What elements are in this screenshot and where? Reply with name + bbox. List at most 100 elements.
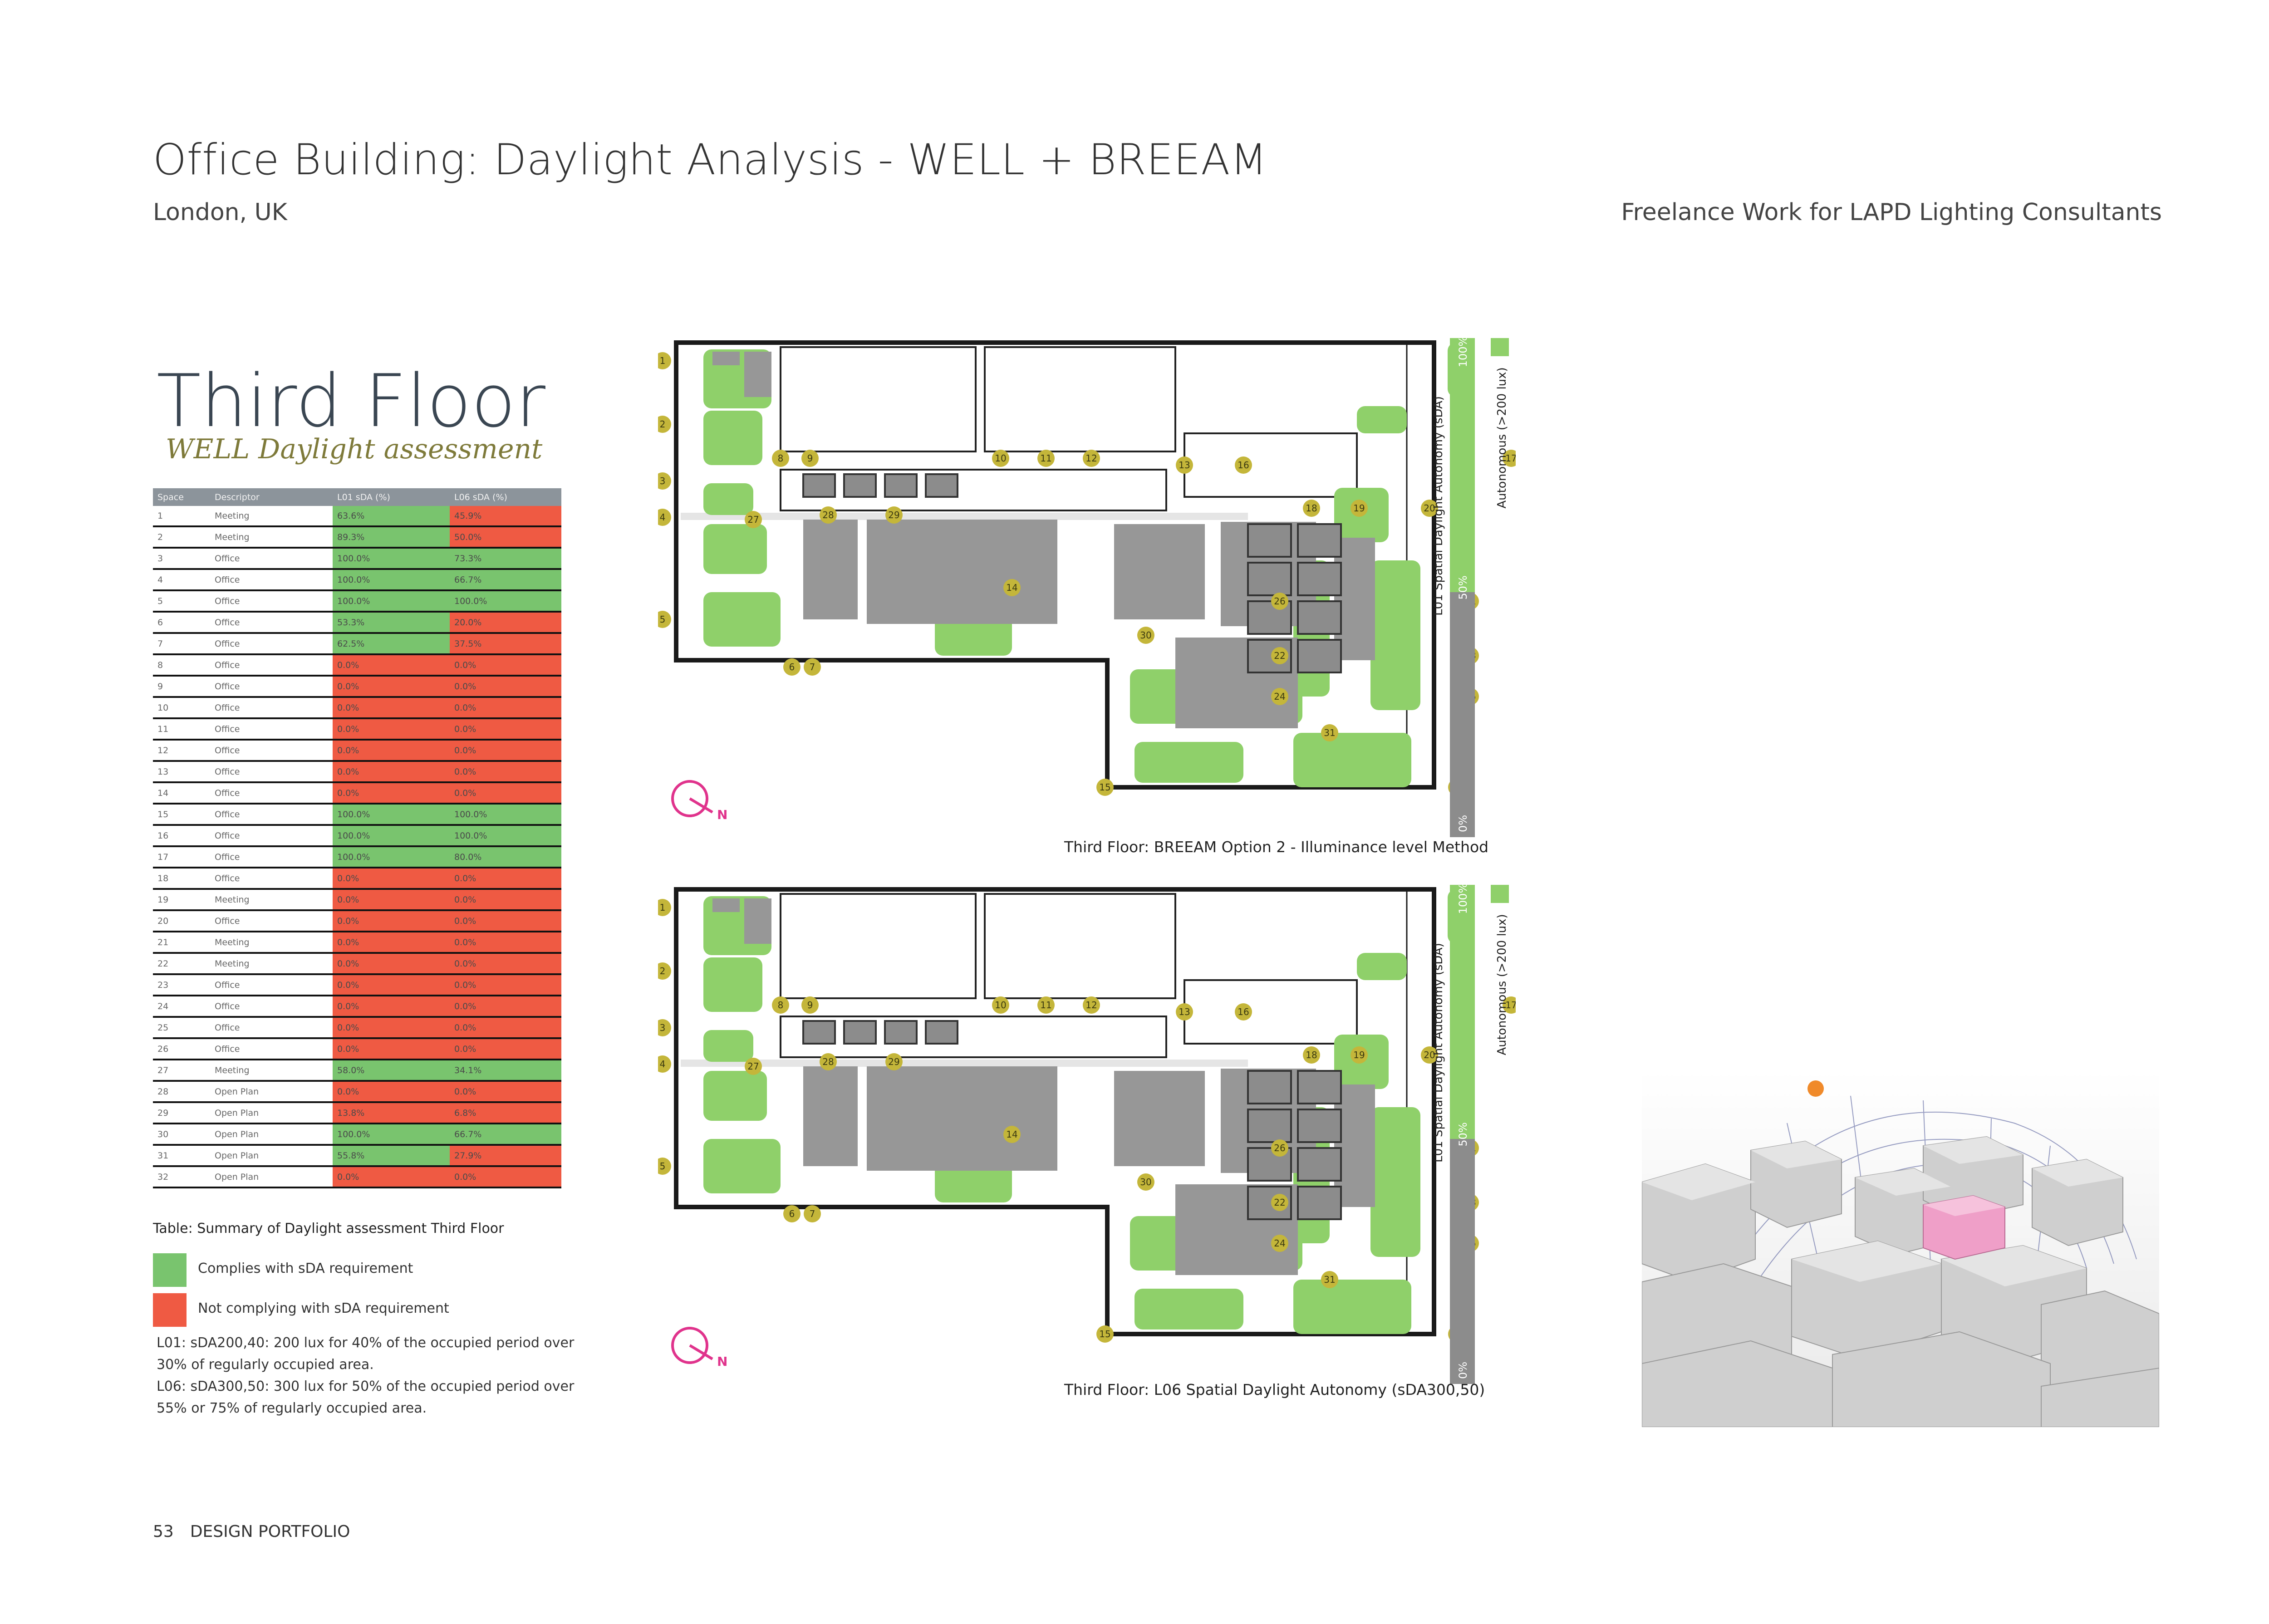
room-marker-label: 4 (660, 1059, 666, 1070)
room-marker (1321, 1271, 1338, 1288)
note-l06: L06: sDA300,50: 300 lux for 50% of the o… (157, 1379, 575, 1416)
room-marker (658, 509, 671, 526)
room-marker-label: 26 (1274, 596, 1285, 607)
cell-descriptor: Office (210, 654, 333, 677)
cell-l01: 100.0% (333, 569, 450, 591)
room-marker-label: 9 (807, 453, 813, 464)
cell-descriptor: Office (210, 718, 333, 741)
project-location: London, UK (153, 199, 287, 226)
room-marker-label: 16 (1238, 460, 1249, 471)
cell-l06: 100.0% (450, 590, 561, 613)
room-marker-label: 9 (807, 1000, 813, 1011)
room-marker (658, 472, 671, 490)
room-marker-label: 12 (1085, 1000, 1097, 1011)
room-marker (658, 416, 671, 433)
room-marker-label: 14 (1006, 1129, 1017, 1140)
room-marker (992, 450, 1009, 467)
floor-heading: Third Floor (157, 358, 546, 443)
cell-l01: 0.0% (333, 1038, 450, 1060)
cell-l01: 0.0% (333, 1081, 450, 1103)
table-caption: Table: Summary of Daylight assessment Th… (153, 1221, 504, 1236)
scale-title: L01 Spatial Daylight Autonomy (sDA) (1432, 943, 1445, 1163)
cell-descriptor: Meeting (210, 953, 333, 975)
room-marker (658, 1019, 671, 1036)
cell-descriptor: Office (210, 868, 333, 890)
cell-l06: 20.0% (450, 612, 561, 634)
cell-space: 28 (153, 1081, 210, 1103)
cell-descriptor: Office (210, 1017, 333, 1039)
north-arrow-icon: N (671, 780, 727, 822)
cell-l01: 100.0% (333, 590, 450, 613)
cell-space: 9 (153, 676, 210, 698)
room-marker (1271, 593, 1288, 610)
room-marker (658, 611, 671, 628)
room-marker-label: 7 (810, 1208, 815, 1219)
cell-descriptor: Office (210, 974, 333, 996)
room-marker (1351, 500, 1368, 517)
cell-l01: 62.5% (333, 633, 450, 655)
room-marker-label: 10 (995, 1000, 1006, 1011)
cell-l06: 45.9% (450, 506, 561, 527)
site-context-3d-render (1642, 1069, 2159, 1427)
cell-l06: 0.0% (450, 1081, 561, 1103)
cell-l01: 0.0% (333, 932, 450, 954)
room-marker (1351, 1046, 1368, 1064)
note-l01: L01: sDA200,40: 200 lux for 40% of the o… (157, 1335, 575, 1373)
room-marker-label: 31 (1324, 727, 1335, 738)
cell-l06: 0.0% (450, 782, 561, 805)
room-marker (801, 996, 819, 1014)
cell-l06: 0.0% (450, 868, 561, 890)
room-marker-label: 15 (1099, 782, 1110, 793)
cell-l01: 0.0% (333, 910, 450, 932)
room-marker (1421, 1046, 1438, 1064)
room-marker (885, 506, 903, 524)
room-marker-label: 3 (660, 476, 666, 486)
room-marker-label: 28 (822, 1056, 834, 1067)
cell-descriptor: Office (210, 996, 333, 1018)
cell-l01: 53.3% (333, 612, 450, 634)
room-marker-label: 5 (660, 1161, 666, 1172)
scale-title: L01 Spatial Daylight Autonomy (sDA) (1432, 396, 1445, 616)
room-label-markers: 1234567891011121314151617181920212223242… (658, 352, 1516, 796)
cell-l06: 0.0% (450, 953, 561, 975)
room-marker-label: 11 (1040, 453, 1051, 464)
room-marker (1235, 456, 1252, 474)
room-marker-label: 16 (1238, 1006, 1249, 1017)
cell-l01: 0.0% (333, 889, 450, 911)
daylight-summary-table: Space Descriptor L01 sDA (%) L06 sDA (%)… (153, 488, 561, 1188)
sda-scale-bar: 100%50%0%L01 Spatial Daylight Autonomy (… (1432, 883, 1509, 1384)
cell-l01: 0.0% (333, 740, 450, 762)
cell-space: 19 (153, 889, 210, 911)
room-marker (1003, 579, 1021, 596)
room-marker (1096, 1325, 1114, 1343)
room-marker (1271, 1194, 1288, 1211)
cell-l06: 0.0% (450, 932, 561, 954)
cell-space: 12 (153, 740, 210, 762)
room-marker (658, 352, 671, 369)
cell-l06: 100.0% (450, 804, 561, 826)
cell-descriptor: Office (210, 633, 333, 655)
room-marker (1271, 1235, 1288, 1252)
room-marker-label: 20 (1424, 1050, 1435, 1060)
cell-l06: 0.0% (450, 676, 561, 698)
column-header-l06: L06 sDA (%) (450, 488, 561, 506)
sda-scale-bar: 100%50%0%L01 Spatial Daylight Autonomy (… (1432, 336, 1509, 837)
cell-l01: 0.0% (333, 761, 450, 783)
room-marker (804, 1205, 821, 1222)
cell-descriptor: Meeting (210, 932, 333, 954)
cell-l06: 73.3% (450, 548, 561, 570)
cell-l01: 58.0% (333, 1060, 450, 1082)
scale-legend-swatch (1491, 338, 1509, 356)
cell-descriptor: Office (210, 590, 333, 613)
cell-l01: 13.8% (333, 1102, 450, 1124)
cell-space: 22 (153, 953, 210, 975)
